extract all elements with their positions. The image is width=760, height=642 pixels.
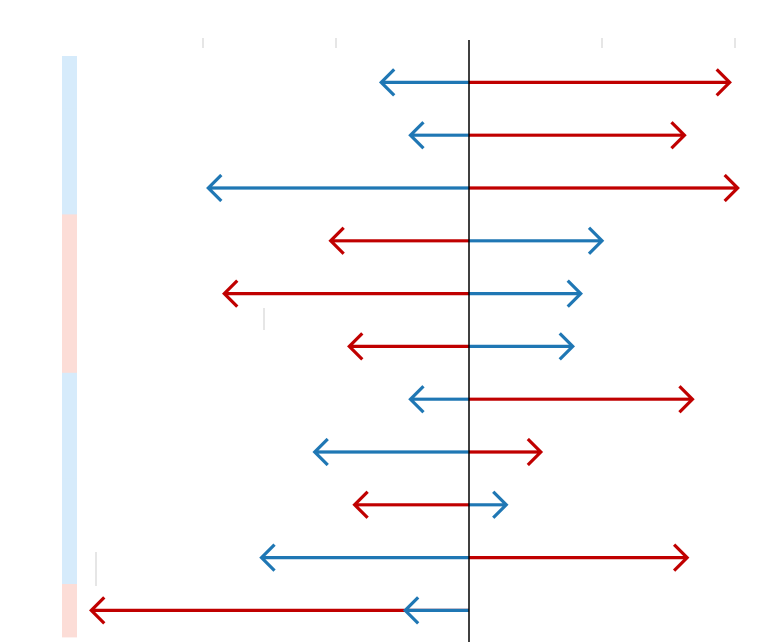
group-band-1 <box>62 108 77 163</box>
group-band-8 <box>62 478 77 532</box>
group-band-6 <box>62 372 77 427</box>
arrow-row-3-left-head <box>328 226 345 255</box>
arrow-row-1-right <box>469 121 687 150</box>
group-band-2 <box>62 161 77 215</box>
arrow-row-4-left-head <box>222 279 239 308</box>
arrow-row-1-left <box>408 121 469 150</box>
arrow-row-3-right <box>469 226 605 255</box>
arrow-row-0-left <box>378 68 469 97</box>
arrow-row-10-left-inner-head <box>402 596 420 625</box>
arrow-row-6-left <box>408 385 469 414</box>
arrow-row-7-right-head <box>526 437 544 467</box>
arrow-row-9-left-head <box>259 543 276 572</box>
arrow-row-9-left <box>259 543 469 572</box>
arrow-row-0-right <box>469 68 732 97</box>
arrow-series <box>89 68 740 625</box>
arrow-row-8-left-head <box>352 490 369 519</box>
group-band-7 <box>62 425 77 479</box>
arrow-row-4-right <box>469 279 583 308</box>
arrow-row-5-right <box>469 332 576 361</box>
arrow-row-8-left <box>352 490 469 519</box>
arrow-row-6-left-head <box>408 385 425 414</box>
arrow-row-1-left-head <box>408 121 425 150</box>
arrow-row-10-left-outer-head <box>89 596 106 625</box>
arrow-row-6-right-head <box>678 385 695 414</box>
arrow-row-3-right-head <box>587 226 605 255</box>
arrow-row-4-right-head <box>566 279 583 308</box>
arrow-row-2-left-head <box>206 173 223 203</box>
arrow-row-10-left-inner <box>402 596 469 625</box>
arrow-row-2-left <box>206 173 469 203</box>
group-band-4 <box>62 267 77 321</box>
faint-marks <box>95 308 265 586</box>
arrow-row-3-left <box>328 226 469 255</box>
arrow-row-0-left-head <box>378 68 396 97</box>
arrow-row-5-left-head <box>347 332 364 361</box>
group-band-9 <box>62 531 77 585</box>
arrow-row-7-left-head <box>312 437 329 467</box>
group-bands <box>62 56 77 638</box>
group-band-10 <box>62 584 77 638</box>
arrow-row-8-right-head <box>492 490 509 519</box>
group-band-5 <box>62 320 77 374</box>
arrow-row-8-right <box>469 490 509 519</box>
arrow-row-2-right-head <box>723 173 740 203</box>
arrow-row-0-right-head <box>715 68 732 97</box>
group-band-0 <box>62 56 77 110</box>
arrow-row-5-right-head <box>558 332 576 361</box>
arrow-row-9-right-head <box>672 543 690 572</box>
arrow-row-9-right <box>469 543 690 572</box>
group-band-3 <box>62 214 77 268</box>
arrow-row-7-left <box>312 437 469 467</box>
arrow-row-4-left <box>222 279 469 308</box>
arrow-row-2-right <box>469 173 740 203</box>
arrow-row-1-right-head <box>670 121 687 150</box>
x-ticks <box>202 38 736 48</box>
arrow-row-5-left <box>347 332 469 361</box>
arrow-row-7-right <box>469 437 544 467</box>
arrow-row-6-right <box>469 385 695 414</box>
